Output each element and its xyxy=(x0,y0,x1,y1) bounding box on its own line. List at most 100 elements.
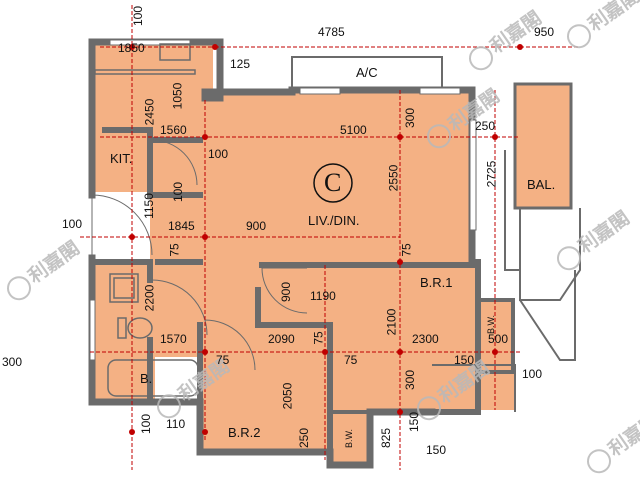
window-top xyxy=(299,87,341,95)
dimension-text: 150 xyxy=(454,353,475,367)
dimension-text: 1850 xyxy=(118,41,145,55)
dim-dot xyxy=(202,349,208,355)
dimension-text: 2100 xyxy=(384,308,399,336)
dim-dot xyxy=(397,134,403,140)
dimension-text: 250 xyxy=(297,427,312,449)
dim-dot xyxy=(397,349,403,355)
window-kitchen xyxy=(109,39,191,46)
dimension-text: 1560 xyxy=(160,123,187,137)
dim-dot xyxy=(397,409,403,415)
bw1-floor xyxy=(478,300,513,370)
basin-inner xyxy=(113,277,135,299)
basin xyxy=(109,273,139,303)
room-label-bedroom1: B.R.1 xyxy=(420,275,453,290)
dimension-text: 150 xyxy=(407,411,422,433)
dim-dot xyxy=(212,44,218,50)
kitchen-sink xyxy=(159,43,191,61)
room-label-bath: B. xyxy=(140,371,153,386)
wall-living-corridor xyxy=(147,192,481,268)
dimension-text: 4785 xyxy=(318,25,345,39)
dim-dot xyxy=(492,134,498,140)
dimension-lines xyxy=(80,5,580,470)
living-dining-floor xyxy=(205,92,475,262)
dimension-text: 100 xyxy=(522,367,543,381)
dimension-text: 300 xyxy=(403,107,418,129)
dim-dot xyxy=(322,349,328,355)
windows xyxy=(89,39,477,361)
dimension-text: 75 xyxy=(216,353,230,367)
dimension-text: 300 xyxy=(403,369,418,391)
walls xyxy=(88,38,515,469)
dimension-text: 75 xyxy=(167,243,182,257)
dimension-text: 1190 xyxy=(310,289,336,303)
dim-dot xyxy=(492,349,498,355)
dimension-ticks xyxy=(129,44,523,435)
dimension-text: 950 xyxy=(534,25,555,39)
dimension-text: 2050 xyxy=(280,382,295,410)
balcony-outline xyxy=(513,82,573,210)
dimension-text: 2725 xyxy=(484,160,499,188)
dimension-text: 2550 xyxy=(386,164,401,192)
room-label-balcony: BAL. xyxy=(527,177,556,192)
floor-areas xyxy=(93,42,570,462)
window-bath xyxy=(89,299,96,361)
dim-dot xyxy=(129,234,135,240)
room-label-bw2: B.W. xyxy=(344,428,355,449)
dimension-text: 5100 xyxy=(340,123,367,137)
door-main xyxy=(91,194,153,256)
dimension-text: 1570 xyxy=(160,332,187,346)
balcony-rail xyxy=(504,150,581,301)
dimension-text: 900 xyxy=(279,281,294,303)
dim-dot xyxy=(202,234,208,240)
dimension-text: 900 xyxy=(246,219,267,233)
toilet xyxy=(127,317,153,339)
dim-dot xyxy=(202,134,208,140)
window-bay xyxy=(432,364,516,412)
dimension-text: 1845 xyxy=(168,219,195,233)
window-top-2 xyxy=(419,87,461,95)
bathtub xyxy=(107,359,199,397)
balcony-structure xyxy=(432,82,581,412)
door-bath xyxy=(151,279,208,336)
dimension-text: 250 xyxy=(475,119,496,133)
dimension-text: 300 xyxy=(2,355,23,369)
dim-dot xyxy=(397,259,403,265)
living-floor-left xyxy=(150,192,220,267)
balcony-angled-wall xyxy=(519,270,576,361)
dimension-text: 1150 xyxy=(141,193,156,219)
balcony-floor xyxy=(515,85,570,207)
dimension-text: 100 xyxy=(131,5,146,27)
dim-dot xyxy=(129,429,135,435)
room-label-living-dining: LIV./DIN. xyxy=(308,213,360,228)
wall-bedroom2 xyxy=(197,287,333,455)
dimension-text: 1050 xyxy=(170,82,185,110)
dimension-text: 100 xyxy=(62,217,83,231)
unit-circle xyxy=(313,163,353,203)
kitchen-counter xyxy=(94,69,196,75)
dimension-text: 125 xyxy=(230,57,251,71)
dimension-text: 2300 xyxy=(412,332,439,346)
dim-dot xyxy=(129,44,135,50)
wall-bedroom1-right xyxy=(429,259,481,415)
toilet-tank xyxy=(117,317,127,339)
dimension-text: 2090 xyxy=(268,332,295,346)
room-label-ac: A/C xyxy=(356,65,378,80)
doors xyxy=(91,139,308,371)
dimension-text: 825 xyxy=(379,427,394,449)
unit-label: C xyxy=(324,168,342,197)
dimension-text: 100 xyxy=(208,147,229,161)
dimension-text: 2200 xyxy=(142,284,157,312)
dimension-text: 75 xyxy=(399,243,414,257)
bath-floor xyxy=(93,262,155,402)
dimension-text: 75 xyxy=(311,331,326,345)
wall-bath xyxy=(89,259,153,405)
dimension-text: 2450 xyxy=(142,98,157,126)
window-bay-floor xyxy=(430,360,515,410)
room-label-kitchen: KIT. xyxy=(110,151,133,166)
dimension-text: 100 xyxy=(171,181,186,203)
door-kitchen xyxy=(151,139,198,186)
room-label-bedroom2: B.R.2 xyxy=(228,425,261,440)
bw2-floor xyxy=(333,412,368,462)
